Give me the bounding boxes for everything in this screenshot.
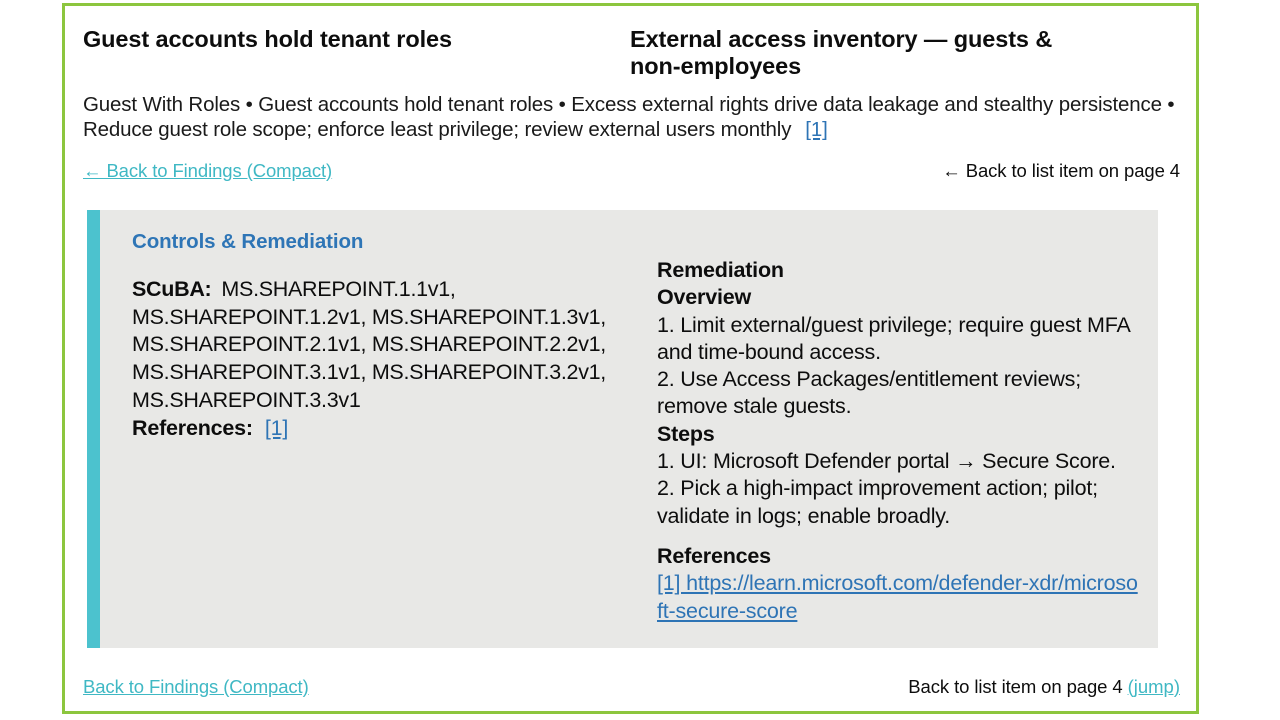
page-title-left: Guest accounts hold tenant roles — [83, 26, 452, 52]
reference-url-link[interactable]: [1] https://learn.microsoft.com/defender… — [657, 571, 1138, 623]
card-body: Controls & Remediation SCuBA:MS.SHAREPOI… — [100, 210, 1158, 648]
slide-frame: Guest accounts hold tenant roles Externa… — [62, 3, 1199, 714]
slide-footer: Back to Findings (Compact) Back to list … — [83, 676, 1180, 698]
back-to-findings-link-bottom[interactable]: Back to Findings (Compact) — [83, 676, 309, 697]
back-to-list-item-text-top: ← Back to list item on page 4 — [942, 160, 1180, 181]
steps-item-2: 2. Pick a high-impact improvement action… — [657, 476, 1098, 528]
overview-heading: Overview — [657, 285, 752, 310]
scuba-value: MS.SHAREPOINT.1.1v1, MS.SHAREPOINT.1.2v1… — [132, 277, 606, 412]
left-references-label: References: — [132, 415, 253, 440]
steps-heading: Steps — [657, 421, 715, 446]
left-references-citation-link[interactable]: [1] — [264, 415, 289, 440]
jump-link[interactable]: (jump) — [1127, 676, 1180, 697]
card-right-column: Remediation Overview 1. Limit external/g… — [645, 210, 1158, 648]
steps-item-1: 1. UI: Microsoft Defender portal → Secur… — [657, 449, 1116, 474]
scuba-label: SCuBA: — [132, 277, 212, 301]
page-title-right: External access inventory — guests & non… — [630, 26, 1053, 80]
footer-right-group: Back to list item on page 4(jump) — [908, 676, 1180, 698]
overview-item-1: 1. Limit external/guest privilege; requi… — [657, 312, 1130, 364]
remediation-heading: Remediation — [657, 258, 784, 282]
overview-item-2: 2. Use Access Packages/entitlement revie… — [657, 367, 1081, 419]
controls-remediation-card: Controls & Remediation SCuBA:MS.SHAREPOI… — [87, 210, 1158, 648]
card-accent-bar — [87, 210, 100, 648]
section-heading-controls-remediation: Controls & Remediation — [132, 230, 364, 253]
summary-citation-link[interactable]: [1] — [805, 118, 828, 141]
spacer — [657, 530, 1138, 543]
finding-summary-text: Guest With Roles • Guest accounts hold t… — [83, 93, 1175, 141]
left-references-row: References: [1] — [132, 416, 635, 441]
title-row: Guest accounts hold tenant roles Externa… — [83, 26, 1178, 81]
right-references-heading: References — [657, 543, 771, 568]
back-to-findings-link-top[interactable]: ← Back to Findings (Compact) — [83, 160, 333, 181]
scuba-controls-block: SCuBA:MS.SHAREPOINT.1.1v1, MS.SHAREPOINT… — [132, 276, 635, 415]
finding-summary: Guest With Roles • Guest accounts hold t… — [83, 92, 1183, 142]
slide-header: Guest accounts hold tenant roles Externa… — [65, 6, 1196, 196]
header-nav-row: ← Back to Findings (Compact) ← Back to l… — [83, 160, 1180, 182]
card-left-column: Controls & Remediation SCuBA:MS.SHAREPOI… — [100, 210, 645, 648]
back-to-list-item-text-bottom: Back to list item on page 4 — [908, 676, 1123, 697]
